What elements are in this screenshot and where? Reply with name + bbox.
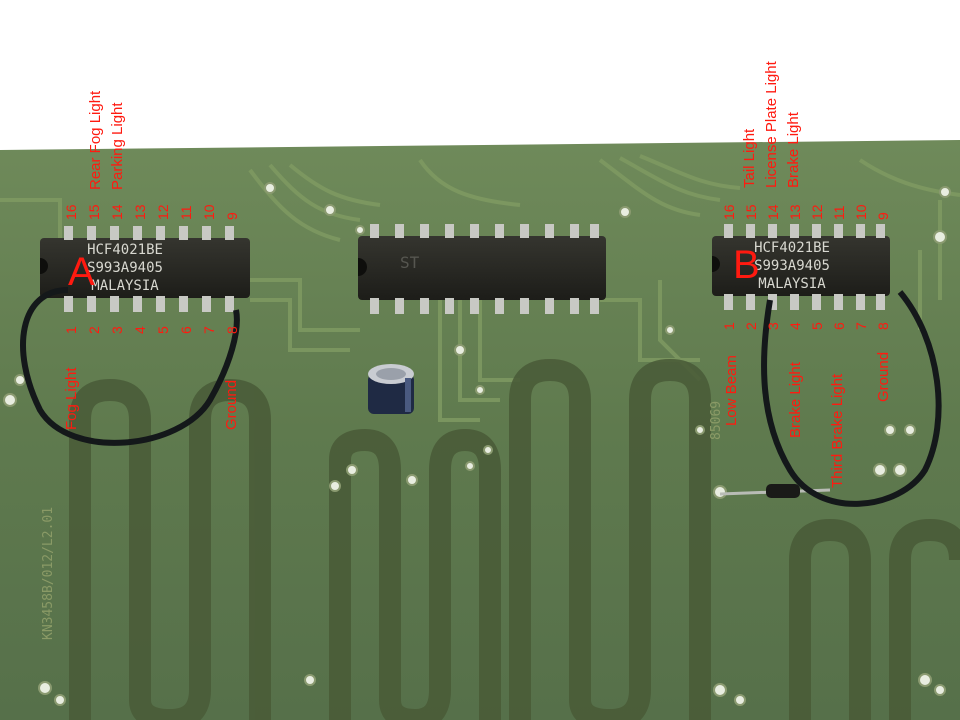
label-low-beam: Low Beam — [723, 355, 740, 426]
chip-b: HCF4021BE S993A9405 MALAYSIA — [712, 224, 890, 310]
label-rear-fog-light: Rear Fog Light — [87, 90, 104, 190]
pin-a-8: 8 — [224, 326, 240, 334]
pin-a-14: 14 — [109, 204, 125, 220]
pin-b-8: 8 — [875, 322, 891, 330]
chip-b-line-2: S993A9405 — [754, 258, 830, 274]
pin-b-15: 15 — [743, 204, 759, 220]
pin-a-4: 4 — [132, 326, 148, 334]
pin-b-12: 12 — [809, 204, 825, 220]
label-brake-light-bottom: Brake Light — [787, 361, 804, 438]
pin-b-7: 7 — [853, 322, 869, 330]
jumper-wire-a — [20, 287, 240, 446]
chip-b-top-pins: 16 15 14 13 12 11 10 9 — [721, 204, 891, 220]
chip-a-top-pins: 16 15 14 13 12 11 10 9 — [63, 204, 240, 220]
pin-a-7: 7 — [201, 326, 217, 334]
vias — [3, 182, 951, 706]
label-parking-light: Parking Light — [109, 102, 126, 190]
silkscreen-left: KN3458B/012/L2.01 — [41, 507, 56, 640]
pin-a-5: 5 — [155, 326, 171, 334]
pin-b-4: 4 — [787, 322, 803, 330]
chip-a-line-2: S993A9405 — [87, 260, 163, 276]
chip-b-line-1: HCF4021BE — [754, 240, 830, 256]
chip-b-bottom-pins: 1 2 3 4 5 6 7 8 — [721, 322, 891, 330]
pin-b-10: 10 — [853, 204, 869, 220]
pin-a-3: 3 — [109, 326, 125, 334]
chip-a-line-3: MALAYSIA — [91, 278, 159, 294]
chip-a-marker: A — [68, 250, 95, 294]
capacitor — [368, 364, 414, 414]
pin-a-15: 15 — [86, 204, 102, 220]
label-tail-light: Tail Light — [741, 128, 758, 188]
pin-a-6: 6 — [178, 326, 194, 334]
pin-a-13: 13 — [132, 204, 148, 220]
label-ground-a: Ground — [223, 380, 240, 430]
pin-b-11: 11 — [831, 205, 847, 220]
chip-middle-logo: ST — [400, 253, 420, 272]
pin-b-1: 1 — [721, 322, 737, 330]
silkscreen-right: 85069 — [709, 401, 724, 440]
pin-b-2: 2 — [743, 322, 759, 330]
jumper-wire-b — [761, 290, 942, 507]
pin-b-14: 14 — [765, 204, 781, 220]
pin-b-13: 13 — [787, 204, 803, 220]
chip-a-line-1: HCF4021BE — [87, 242, 163, 258]
label-fog-light: Fog Light — [63, 367, 80, 430]
chip-b-marker: B — [733, 243, 760, 287]
pin-a-11: 11 — [178, 205, 194, 220]
label-third-brake-light: Third Brake Light — [829, 373, 846, 488]
pin-b-6: 6 — [831, 322, 847, 330]
pin-b-3: 3 — [765, 322, 781, 330]
chip-middle: ST — [358, 224, 606, 314]
serpentine-traces — [69, 358, 960, 720]
pin-a-16: 16 — [63, 204, 79, 220]
pin-a-12: 12 — [155, 204, 171, 220]
label-license-plate-light: License Plate Light — [763, 60, 780, 188]
pin-b-16: 16 — [721, 204, 737, 220]
pin-a-1: 1 — [63, 326, 79, 334]
chip-b-line-3: MALAYSIA — [758, 276, 826, 292]
pin-b-9: 9 — [875, 212, 891, 220]
label-ground-b: Ground — [875, 352, 892, 402]
pin-a-2: 2 — [86, 326, 102, 334]
pin-b-5: 5 — [809, 322, 825, 330]
pin-a-9: 9 — [224, 212, 240, 220]
pin-a-10: 10 — [201, 204, 217, 220]
chip-a: HCF4021BE S993A9405 MALAYSIA — [40, 226, 250, 312]
chip-a-bottom-pins: 1 2 3 4 5 6 7 8 — [63, 326, 240, 334]
label-brake-light-top: Brake Light — [785, 111, 802, 188]
